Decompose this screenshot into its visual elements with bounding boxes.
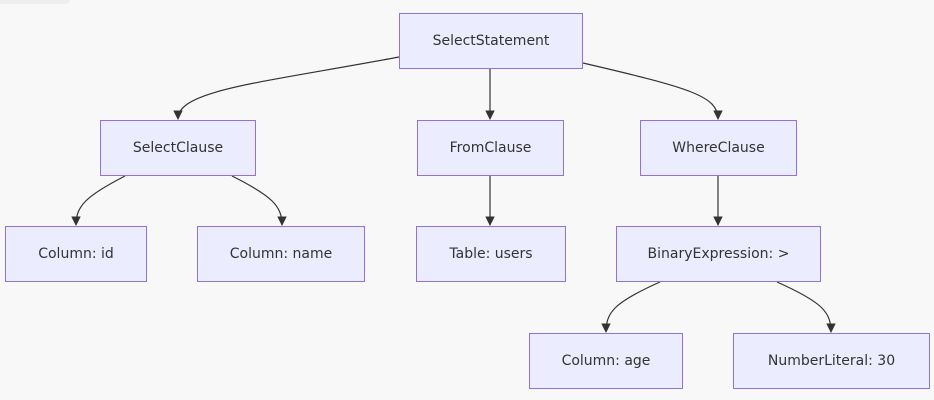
node-where-clause[interactable]: WhereClause	[640, 120, 797, 176]
node-label: FromClause	[449, 140, 532, 156]
node-label: SelectClause	[132, 140, 224, 156]
node-label: NumberLiteral: 30	[767, 353, 896, 369]
node-number-literal[interactable]: NumberLiteral: 30	[733, 333, 930, 389]
node-table-users[interactable]: Table: users	[416, 226, 566, 282]
node-label: WhereClause	[672, 140, 765, 156]
edge-selectclause-column-name	[231, 175, 287, 226]
edge-selectstatement-selectclause	[173, 56, 400, 120]
top-edge-shadow	[0, 0, 70, 4]
node-label: Column: age	[561, 353, 651, 369]
node-select-statement[interactable]: SelectStatement	[399, 13, 583, 69]
node-label: Table: users	[449, 246, 533, 262]
node-label: Column: name	[229, 246, 333, 262]
node-from-clause[interactable]: FromClause	[417, 120, 564, 176]
edge-selectstatement-whereclause	[582, 62, 723, 120]
edge-binaryexpression-numberliteral	[776, 281, 836, 333]
node-label: SelectStatement	[432, 33, 550, 49]
node-label: Column: id	[38, 246, 114, 262]
node-column-id[interactable]: Column: id	[5, 226, 147, 282]
node-column-name[interactable]: Column: name	[197, 226, 365, 282]
node-select-clause[interactable]: SelectClause	[100, 120, 256, 176]
edge-selectclause-column-id	[71, 175, 126, 226]
node-binary-expression[interactable]: BinaryExpression: >	[616, 226, 821, 282]
node-label: BinaryExpression: >	[647, 246, 790, 262]
node-column-age[interactable]: Column: age	[529, 333, 683, 389]
edge-binaryexpression-column-age	[601, 281, 661, 333]
